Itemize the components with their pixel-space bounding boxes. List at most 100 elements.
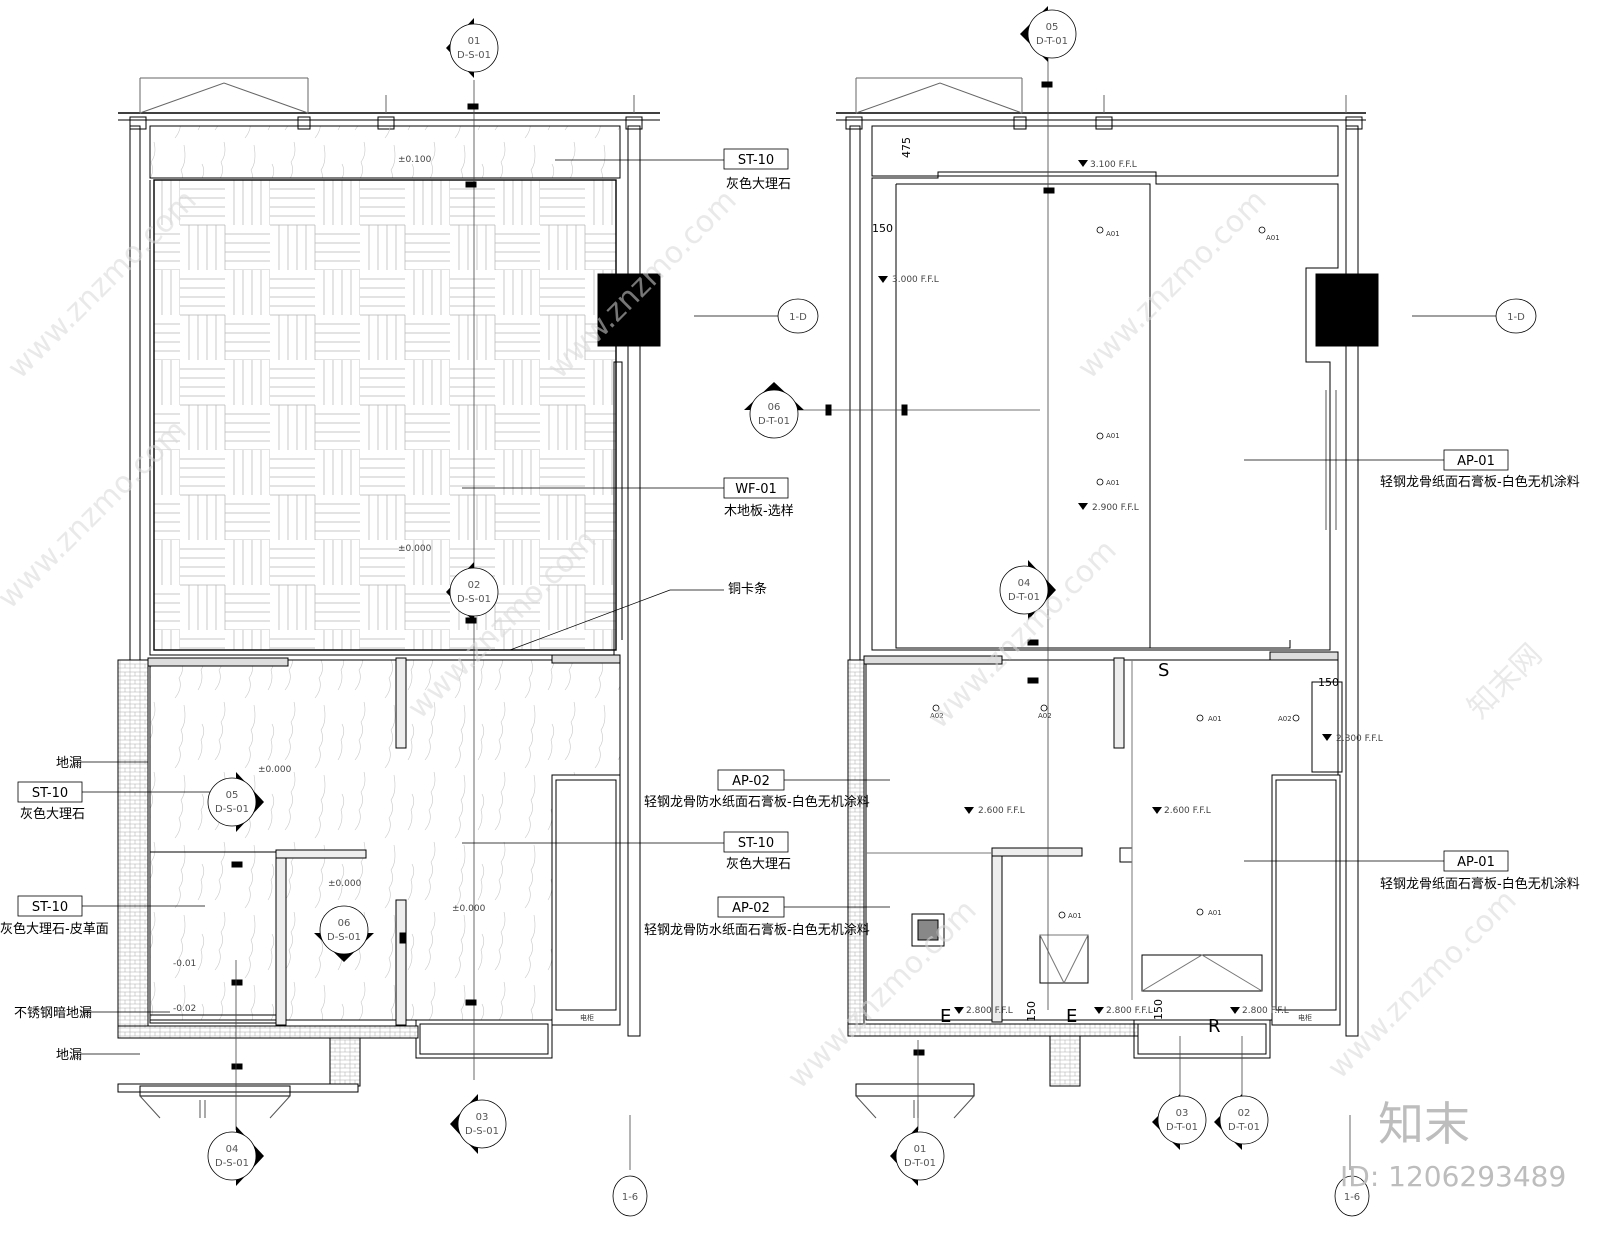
right-marker-01: 01 D-T-01 <box>890 1126 945 1186</box>
svg-text:01: 01 <box>468 36 481 47</box>
svg-text:A02: A02 <box>1278 715 1292 723</box>
svg-text:轻钢龙骨防水纸面石膏板-白色无机涂料: 轻钢龙骨防水纸面石膏板-白色无机涂料 <box>644 794 870 810</box>
left-marker-02: 02 D-S-01 <box>446 562 499 622</box>
left-floor-plan <box>117 77 661 1170</box>
right-structural-column <box>1315 273 1379 347</box>
svg-text:2.600 F.F.L: 2.600 F.F.L <box>978 806 1025 816</box>
svg-text:知末网: 知末网 <box>1461 637 1549 725</box>
tag-left-st10-top: ST-10 灰色大理石 <box>723 148 791 192</box>
svg-text:D-T-01: D-T-01 <box>758 416 790 427</box>
svg-text:2.900 F.F.L: 2.900 F.F.L <box>1092 503 1139 513</box>
label-hidden-drain: 不锈钢暗地漏 <box>14 1005 92 1021</box>
tag-right-ap01-bottom: AP-01 轻钢龙骨纸面石膏板-白色无机涂料 <box>1380 850 1580 892</box>
svg-text:475: 475 <box>900 137 913 158</box>
svg-text:AP-02: AP-02 <box>732 901 770 916</box>
svg-text:A02: A02 <box>1038 712 1052 720</box>
right-light-codes: A01 A01 A01 A01 A02 A02 A01 A02 A01 A01 <box>930 230 1292 920</box>
tag-right-ap02-a: AP-02 轻钢龙骨防水纸面石膏板-白色无机涂料 <box>644 769 870 810</box>
right-leaders <box>784 459 1444 908</box>
svg-text:电柜: 电柜 <box>1298 1013 1312 1022</box>
svg-text:A01: A01 <box>1106 432 1120 440</box>
svg-text:04: 04 <box>226 1144 239 1155</box>
label-floor-drain-2: 地漏 <box>56 1047 82 1063</box>
svg-text:02: 02 <box>1238 1108 1251 1119</box>
svg-text:-0.02: -0.02 <box>173 1004 196 1014</box>
svg-text:D-T-01: D-T-01 <box>1008 592 1040 603</box>
svg-text:2.800 F.F.L: 2.800 F.F.L <box>1242 1006 1289 1016</box>
svg-text:灰色大理石: 灰色大理石 <box>20 806 85 822</box>
svg-text:S: S <box>1158 660 1169 681</box>
label-floor-drain: 地漏 <box>56 755 82 771</box>
svg-text:A01: A01 <box>1208 715 1222 723</box>
svg-text:01: 01 <box>914 1144 927 1155</box>
svg-text:A02: A02 <box>930 712 944 720</box>
svg-text:D-T-01: D-T-01 <box>904 1158 936 1169</box>
svg-text:电柜: 电柜 <box>580 1013 594 1022</box>
svg-text:±0.000: ±0.000 <box>258 765 292 775</box>
svg-text:-0.01: -0.01 <box>173 959 196 969</box>
svg-text:A01: A01 <box>1208 909 1222 917</box>
svg-text:2.800 F.F.L: 2.800 F.F.L <box>1106 1006 1153 1016</box>
brand-logo: 知末 ID: 1206293489 <box>1340 1097 1566 1193</box>
tag-left-st10-leather: ST-10 灰色大理石-皮革面 <box>0 895 109 937</box>
svg-text:D-S-01: D-S-01 <box>215 1158 249 1169</box>
svg-text:ST-10: ST-10 <box>32 900 68 915</box>
left-grid-16: 1-6 <box>612 1175 648 1217</box>
left-east-wall <box>627 125 641 1037</box>
right-ceiling-plan <box>796 40 1498 1170</box>
left-structural-column <box>597 273 661 347</box>
svg-text:3.000 F.F.L: 3.000 F.F.L <box>892 275 939 285</box>
svg-text:www.znzmo.com: www.znzmo.com <box>1321 883 1524 1086</box>
svg-text:A01: A01 <box>1106 230 1120 238</box>
left-marker-06: 06 D-S-01 <box>314 905 374 962</box>
svg-text:150: 150 <box>1152 999 1165 1020</box>
svg-text:03: 03 <box>1176 1108 1189 1119</box>
left-levels: ±0.100 ±0.000 ±0.000 ±0.000 ±0.000 -0.01… <box>173 155 486 1014</box>
svg-text:150: 150 <box>1318 676 1339 689</box>
tag-right-st10: ST-10 灰色大理石 <box>723 831 791 872</box>
left-marker-05: 05 D-S-01 <box>207 772 264 832</box>
svg-text:AP-01: AP-01 <box>1457 855 1495 870</box>
right-downlights <box>932 226 1300 919</box>
svg-text:±0.000: ±0.000 <box>452 904 486 914</box>
right-grid-1d: 1-D <box>1495 298 1537 334</box>
svg-text:2.800 F.F.L: 2.800 F.F.L <box>966 1006 1013 1016</box>
svg-text:03: 03 <box>476 1112 489 1123</box>
svg-text:±0.000: ±0.000 <box>398 544 432 554</box>
tag-left-wf01: WF-01 木地板-选样 <box>723 477 794 519</box>
svg-text:150: 150 <box>1025 1001 1038 1022</box>
svg-text:E: E <box>1066 1006 1077 1027</box>
right-levels: 3.100 F.F.L 3.000 F.F.L 2.900 F.F.L 2.80… <box>878 160 1383 1016</box>
svg-text:轻钢龙骨纸面石膏板-白色无机涂料: 轻钢龙骨纸面石膏板-白色无机涂料 <box>1380 474 1580 490</box>
right-dimensions: 475 150 150 150 150 <box>872 137 1339 1022</box>
left-wood-floor <box>153 179 617 651</box>
svg-text:ST-10: ST-10 <box>738 836 774 851</box>
tag-right-ap02-b: AP-02 轻钢龙骨防水纸面石膏板-白色无机涂料 <box>644 896 870 938</box>
svg-text:R: R <box>1208 1016 1221 1037</box>
svg-text:05: 05 <box>1046 22 1059 33</box>
svg-text:D-S-01: D-S-01 <box>215 804 249 815</box>
left-top-structure <box>118 77 660 130</box>
svg-text:A01: A01 <box>1068 912 1082 920</box>
svg-text:06: 06 <box>768 402 781 413</box>
svg-text:D-T-01: D-T-01 <box>1036 36 1068 47</box>
svg-text:ST-10: ST-10 <box>738 153 774 168</box>
svg-text:D-S-01: D-S-01 <box>457 50 491 61</box>
right-marker-04: 04 D-T-01 <box>999 560 1056 620</box>
svg-text:知末: 知末 <box>1378 1097 1470 1151</box>
svg-text:A01: A01 <box>1266 234 1280 242</box>
svg-text:1-6: 1-6 <box>1344 1192 1360 1203</box>
svg-text:1-6: 1-6 <box>622 1192 638 1203</box>
right-grid-16: 1-6 <box>1334 1175 1370 1217</box>
right-small-labels: 电柜 电柜 <box>580 1013 1312 1022</box>
svg-text:3.100 F.F.L: 3.100 F.F.L <box>1090 160 1137 170</box>
svg-text:ID: 1206293489: ID: 1206293489 <box>1340 1160 1566 1193</box>
svg-text:D-T-01: D-T-01 <box>1228 1122 1260 1133</box>
svg-text:D-S-01: D-S-01 <box>457 594 491 605</box>
svg-text:灰色大理石: 灰色大理石 <box>726 856 791 872</box>
left-top-marble-strip <box>149 125 621 179</box>
svg-text:灰色大理石: 灰色大理石 <box>726 176 791 192</box>
left-marker-01: 01 D-S-01 <box>446 18 499 78</box>
svg-text:±0.100: ±0.100 <box>398 155 432 165</box>
